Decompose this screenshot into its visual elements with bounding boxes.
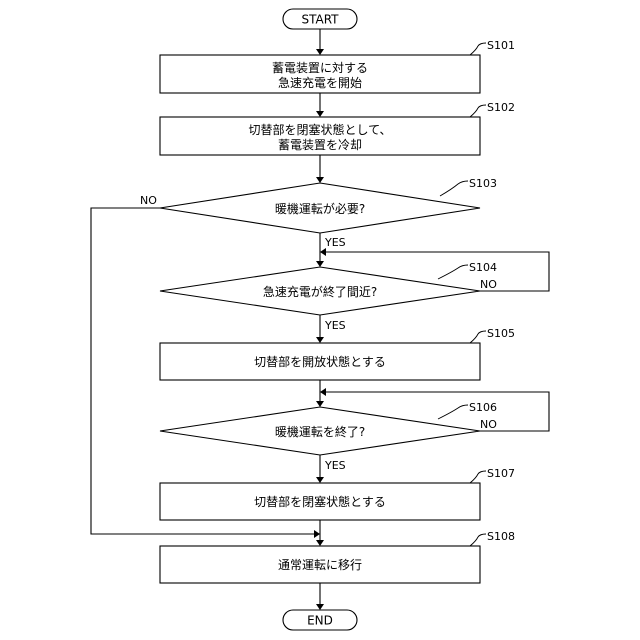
step-s102-line2: 蓄電装置を冷却 xyxy=(278,138,362,152)
step-s102-leader xyxy=(470,105,486,117)
step-s107-text: 切替部を閉塞状態とする xyxy=(254,494,386,509)
step-s106-leader xyxy=(438,405,468,419)
step-s108-leader xyxy=(470,534,486,546)
start-label: START xyxy=(301,13,339,27)
step-s103-no-label: NO xyxy=(140,194,157,207)
step-s103-id: S103 xyxy=(469,177,497,190)
step-s106-id: S106 xyxy=(469,401,497,414)
arrowhead xyxy=(316,111,324,117)
arrowhead xyxy=(316,177,324,183)
step-s105-leader xyxy=(470,331,486,343)
step-s107-id: S107 xyxy=(487,467,515,480)
arrowhead xyxy=(316,477,324,483)
step-s107-leader xyxy=(470,471,486,483)
step-s106-text: 暖機運転を終了? xyxy=(275,424,365,439)
step-s104-id: S104 xyxy=(469,261,497,274)
arrowhead xyxy=(316,49,324,55)
step-s104-text: 急速充電が終了間近? xyxy=(263,284,377,299)
step-s108-id: S108 xyxy=(487,530,515,543)
step-s103-text: 暖機運転が必要? xyxy=(275,201,365,216)
step-s106-no-label: NO xyxy=(480,418,497,431)
step-s105-text: 切替部を開放状態とする xyxy=(254,354,386,369)
arrowhead xyxy=(316,261,324,267)
arrowhead xyxy=(320,388,326,396)
step-s101-line2: 急速充電を開始 xyxy=(278,75,362,90)
end-label: END xyxy=(307,614,333,628)
step-s103-leader xyxy=(440,181,468,196)
step-s106-yes-label: YES xyxy=(324,459,346,472)
step-s101-id: S101 xyxy=(487,39,515,52)
step-s102-line1: 切替部を閉塞状態として、 xyxy=(248,122,391,137)
arrowhead xyxy=(316,604,324,610)
arrowhead xyxy=(314,530,320,538)
step-s102-id: S102 xyxy=(487,101,515,114)
step-s104-no-label: NO xyxy=(480,278,497,291)
step-s103-yes-label: YES xyxy=(324,236,346,249)
step-s108-text: 通常運転に移行 xyxy=(278,558,362,572)
step-s104-leader xyxy=(438,265,468,279)
step-s104-yes-label: YES xyxy=(324,319,346,332)
step-s105-id: S105 xyxy=(487,327,515,340)
arrowhead xyxy=(316,401,324,407)
arrowhead xyxy=(316,337,324,343)
arrowhead xyxy=(320,248,326,256)
arrowhead xyxy=(316,540,324,546)
step-s101-leader xyxy=(470,43,486,55)
step-s101-line1: 蓄電装置に対する xyxy=(272,61,368,75)
